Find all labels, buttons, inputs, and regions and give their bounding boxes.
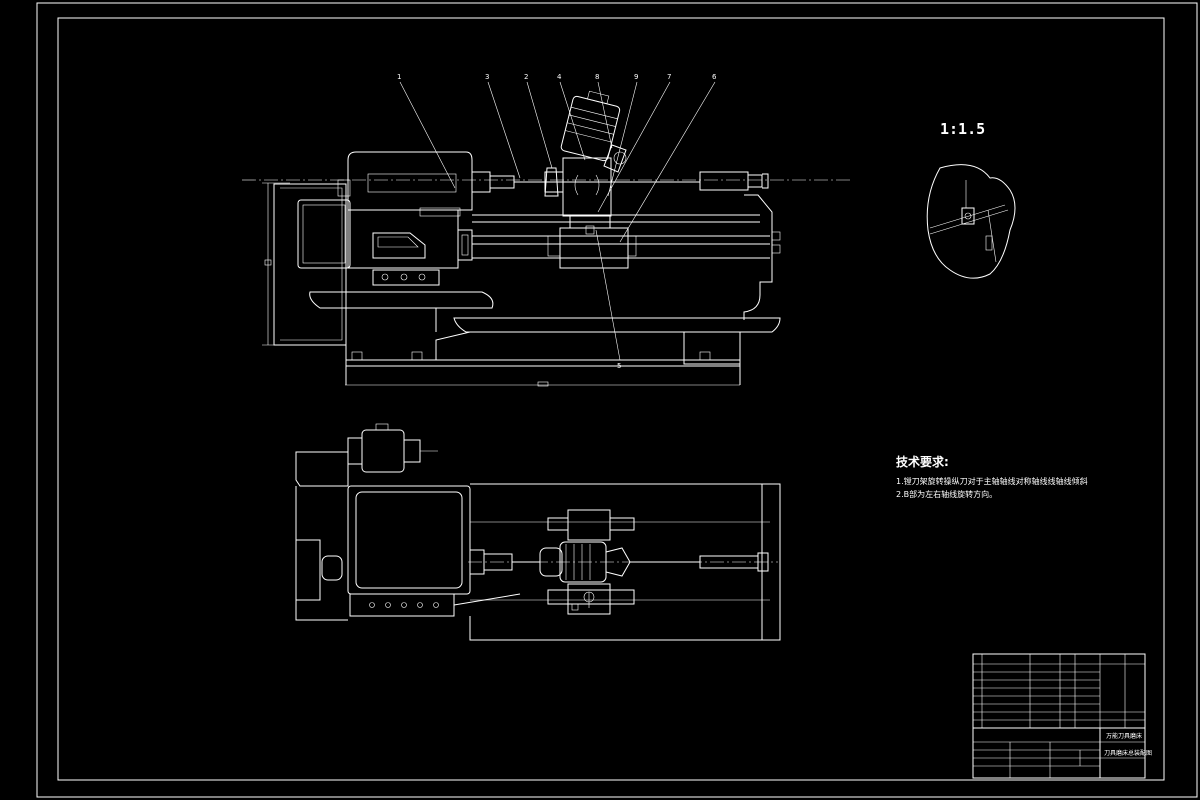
balloon-label: 6 — [712, 73, 717, 81]
title-block-subtitle: 刀具磨床总装配图 — [1104, 749, 1152, 757]
balloon-label: 1 — [397, 73, 401, 81]
technical-requirements-line-1: 1.镗刀架旋转操纵刀对于主轴轴线对称轴线线轴线倾斜 — [896, 477, 1088, 486]
balloon-label: 2 — [524, 73, 528, 81]
balloon-label: 8 — [595, 73, 599, 81]
outer-border — [36, 2, 1198, 798]
front-view — [242, 90, 852, 387]
detail-scale-label: 1:1.5 — [940, 120, 986, 138]
balloon-label: 3 — [485, 73, 489, 81]
title-block: 万能刀具磨床 刀具磨床总装配图 — [972, 653, 1152, 779]
balloon-label: 9 — [634, 73, 638, 81]
technical-requirements-title: 技术要求: — [896, 455, 949, 469]
technical-requirements-line-2: 2.B部为左右轴线旋转方向。 — [896, 490, 998, 499]
plan-view — [295, 423, 781, 641]
title-block-drawing-name: 万能刀具磨床 — [1106, 732, 1142, 740]
detail-view — [926, 164, 1016, 279]
part-leaders: 1 3 2 4 8 9 7 6 5 — [397, 73, 717, 370]
balloon-label: 4 — [557, 73, 562, 81]
balloon-label: 5 — [617, 362, 621, 370]
inner-border — [57, 17, 1165, 781]
balloon-label: 7 — [667, 73, 671, 81]
